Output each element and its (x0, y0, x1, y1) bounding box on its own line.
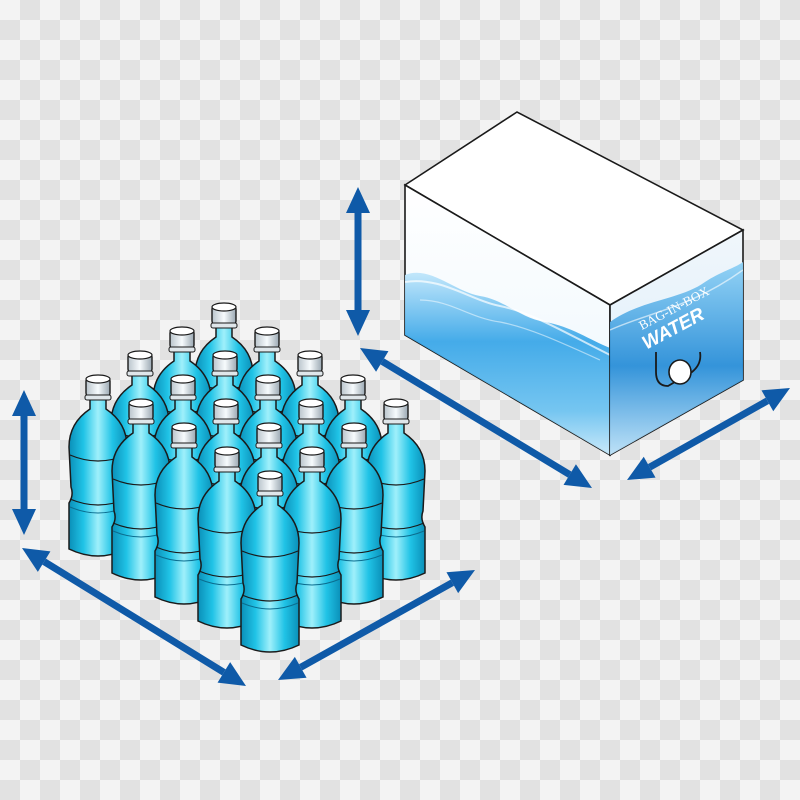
box-front-water-print (405, 272, 610, 455)
bottles-length-arrow (22, 548, 246, 686)
box-height-arrow (346, 187, 370, 336)
water-bottle (240, 470, 300, 653)
bag-in-box-carton: BAG-IN-BOX WATER (403, 111, 745, 457)
bottles-width-arrow (278, 570, 475, 680)
dimension-arrows (12, 187, 790, 686)
box-width-arrow (627, 388, 790, 480)
water-bottle (324, 422, 384, 605)
box-spout-tap-icon (655, 351, 702, 387)
box-length-arrow (360, 348, 592, 488)
water-bottle-cluster (68, 302, 426, 653)
bottles-height-arrow (12, 390, 36, 535)
water-bottle (282, 446, 342, 629)
water-bottle (111, 398, 171, 581)
